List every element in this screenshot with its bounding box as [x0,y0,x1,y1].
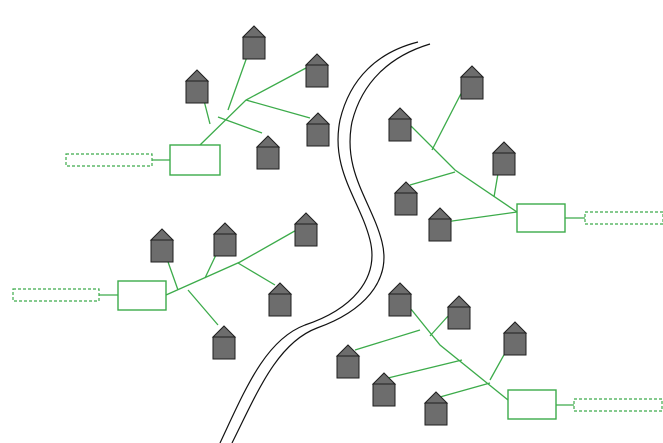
link [399,114,518,213]
link [187,289,219,326]
house-icon [305,112,331,147]
link [199,67,307,146]
hub-box [507,389,557,420]
house-icon [371,372,397,407]
house-icon [459,65,485,100]
house-icon [393,181,419,216]
house-icon [184,69,210,104]
link [401,297,509,401]
house-icon [267,282,293,317]
cluster-left-middle [12,227,301,326]
house-icon [446,295,472,330]
house-icon [387,107,413,142]
house-icon [491,141,517,176]
hub-box [117,280,167,311]
link [439,382,491,398]
house-icon [423,391,449,426]
river-bank-left [219,41,419,443]
link [387,359,463,379]
dashed-connection-box [584,211,663,225]
dashed-connection-box [12,288,100,302]
link [165,227,301,296]
link [217,116,263,134]
house-icon [149,228,175,263]
cluster-top-left [65,39,311,176]
house-icon [387,282,413,317]
link [409,171,456,186]
house-icon [241,25,267,60]
dashed-connection-box [65,153,153,167]
house-icon [212,222,238,257]
cluster-top-right [399,79,663,233]
house-icon [427,207,453,242]
river [219,41,431,443]
house-icon [502,321,528,356]
house-icon [211,325,237,360]
house-icon [255,135,281,170]
link [237,262,276,286]
house-icon [304,53,330,88]
link [444,211,518,223]
houses [149,25,528,426]
hub-box [169,144,221,176]
link [245,99,311,119]
house-icon [293,212,319,247]
hub-box [516,203,566,233]
river-bank-right [231,43,431,443]
dashed-connection-box [573,398,663,412]
link [354,329,421,351]
house-icon [335,344,361,379]
